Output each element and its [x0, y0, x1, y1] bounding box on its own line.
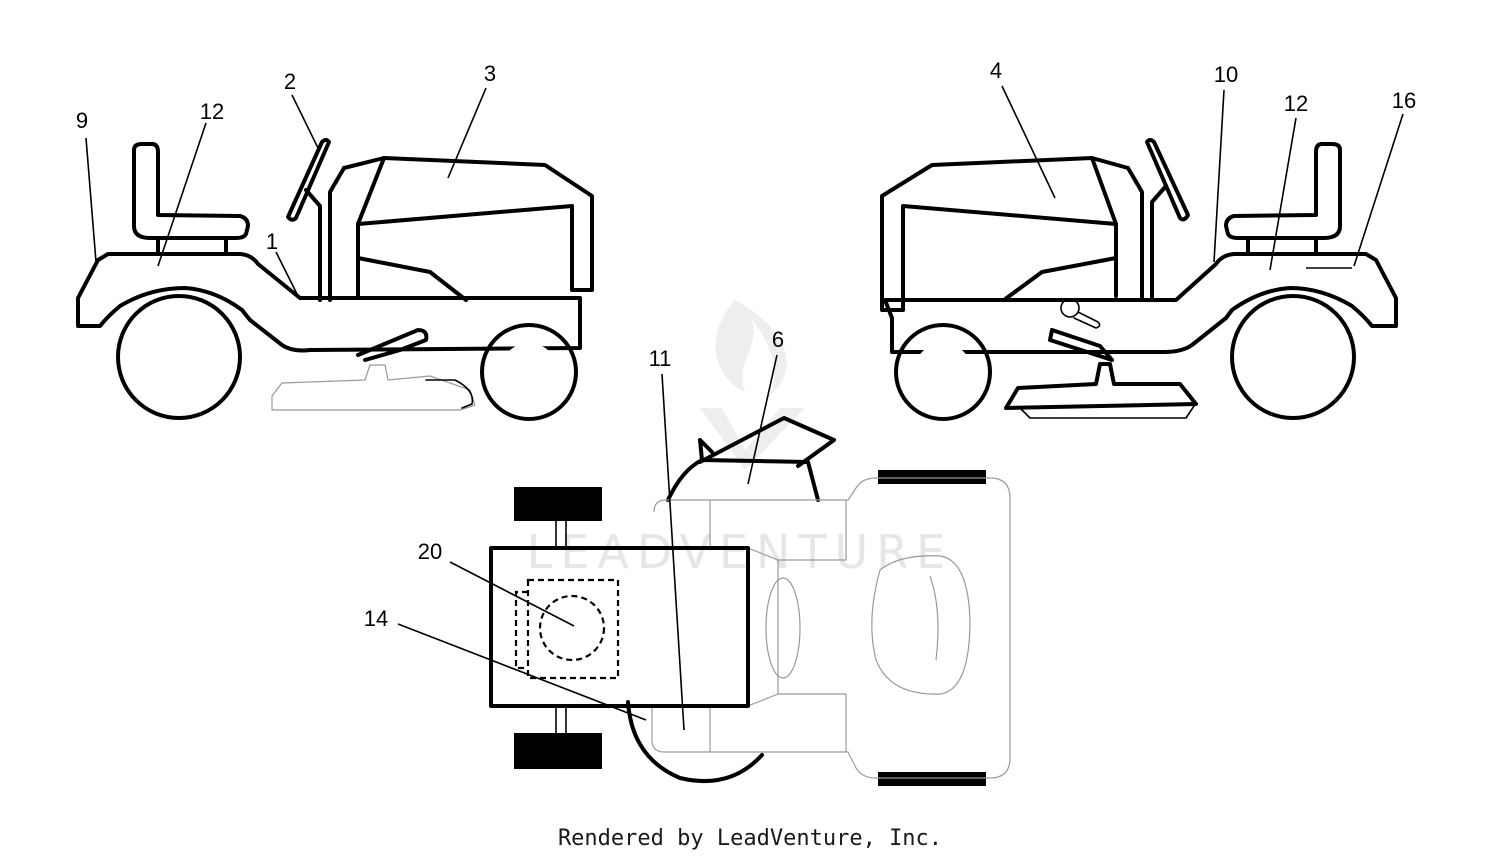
tractor-top-view [489, 416, 1011, 786]
callout-3: 3 [484, 61, 496, 86]
rear-tire-bottom [878, 772, 986, 786]
callout-14: 14 [364, 606, 388, 631]
rear-tire-top [878, 470, 986, 484]
callout-12-left: 12 [200, 99, 224, 124]
left-tractor-side-view [76, 138, 594, 421]
top-view-leaders [397, 354, 778, 731]
watermark-text: LEADVENTURE [527, 525, 954, 579]
callout-16: 16 [1392, 88, 1416, 113]
callout-11: 11 [649, 346, 672, 371]
left-tractor-leaders [85, 87, 487, 301]
callout-20: 20 [418, 539, 442, 564]
leadventure-watermark: LEADVENTURE [527, 300, 954, 579]
callout-2: 2 [284, 69, 296, 94]
callout-10: 10 [1214, 62, 1238, 87]
callout-9-left: 9 [76, 108, 88, 133]
front-tire-top [514, 487, 602, 521]
right-tractor-leaders [1001, 85, 1404, 271]
callout-12-right: 12 [1284, 91, 1308, 116]
callout-6: 6 [772, 327, 784, 352]
callout-labels: 9 12 2 3 1 4 10 12 16 11 6 20 14 [76, 58, 1416, 631]
front-tire-bottom [514, 733, 602, 769]
render-credit-footer: Rendered by LeadVenture, Inc. [557, 826, 943, 851]
right-tractor-side-view [880, 138, 1398, 421]
callout-4: 4 [990, 58, 1002, 83]
callout-1: 1 [266, 229, 278, 254]
